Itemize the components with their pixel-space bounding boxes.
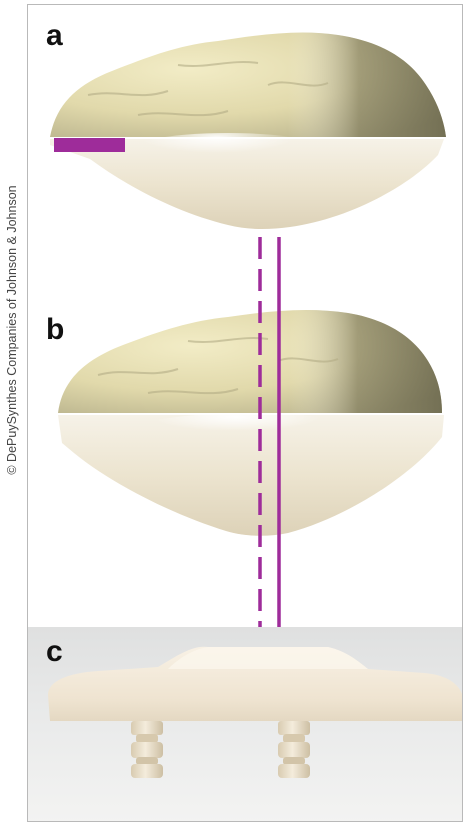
panel-a-bone <box>50 33 446 137</box>
figure-frame: a b c <box>27 4 463 822</box>
panel-b-implant <box>58 413 444 536</box>
panel-label-c: c <box>46 637 63 667</box>
panel-b-bone <box>58 310 442 413</box>
figure-illustration <box>28 5 463 822</box>
panel-c-tibial-tray <box>48 647 463 778</box>
panel-a-marker-bar <box>54 138 125 152</box>
panel-label-b: b <box>46 315 64 345</box>
panel-label-a: a <box>46 21 63 51</box>
copyright-text: © DePuySynthes Companies of Johnson & Jo… <box>5 185 19 474</box>
copyright-notice: © DePuySynthes Companies of Johnson & Jo… <box>0 0 24 826</box>
